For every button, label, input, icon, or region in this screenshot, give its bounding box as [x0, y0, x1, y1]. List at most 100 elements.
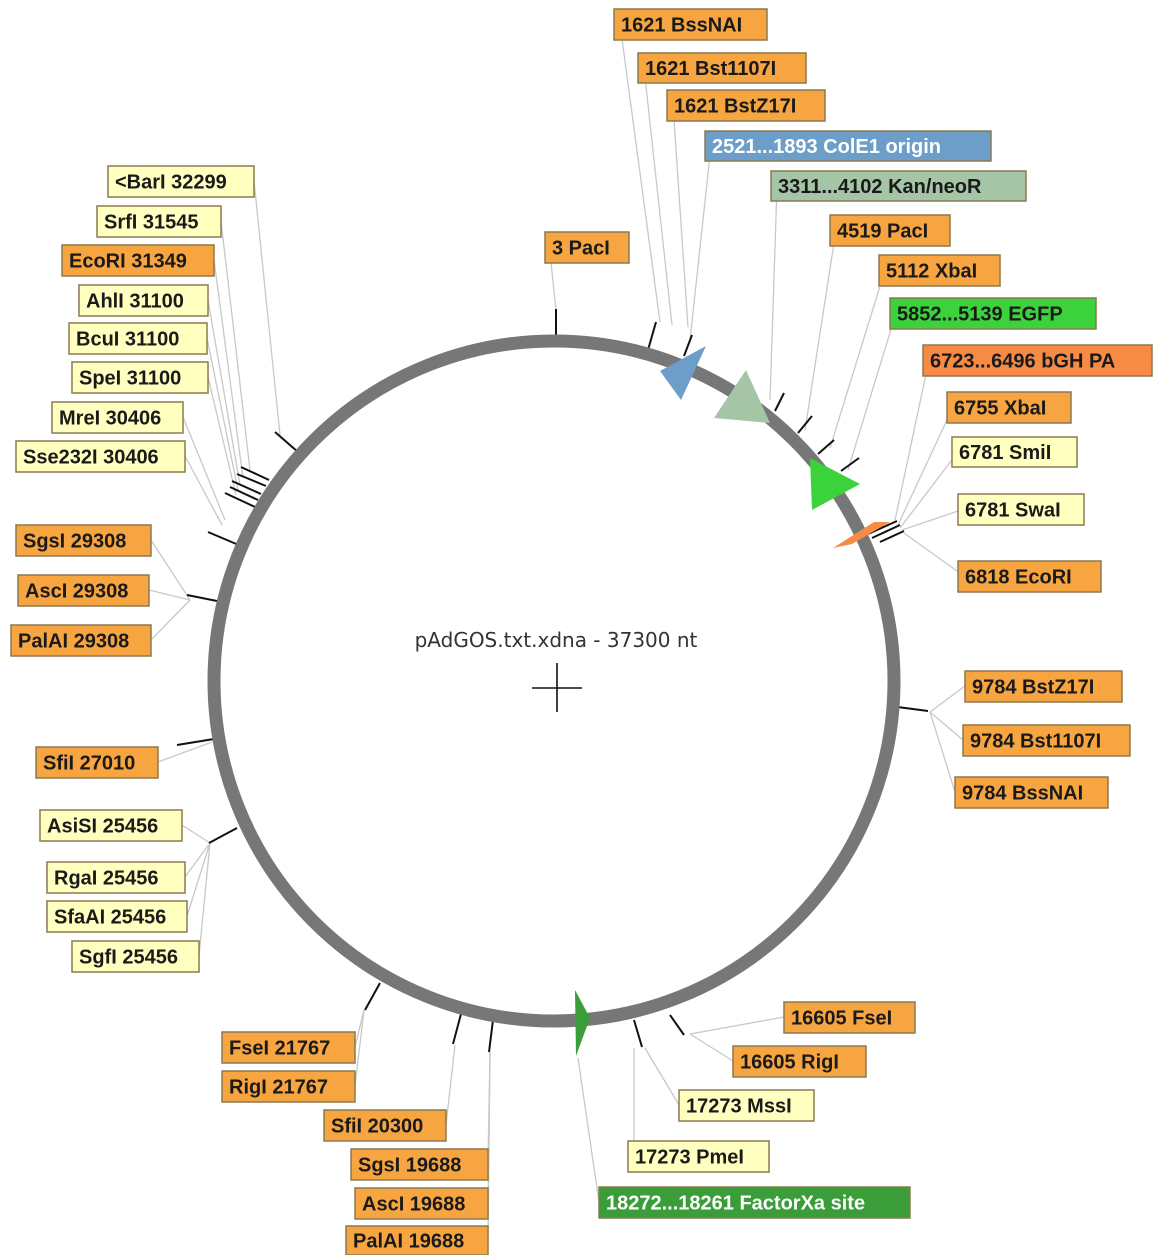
site-label-text: BcuI 31100	[76, 329, 179, 351]
site-label-text: 3311...4102 Kan/neoR	[778, 176, 982, 198]
site-label: MreI 30406	[51, 401, 184, 434]
leader-line	[689, 1033, 734, 1062]
site-label: 17273 MssI	[678, 1089, 815, 1122]
site-label: 16605 FseI	[783, 1001, 916, 1034]
site-label: <BarI 32299	[107, 165, 255, 198]
site-label-box	[964, 670, 1123, 703]
site-label-text: SrfI 31545	[104, 212, 199, 234]
site-label-text: 9784 BstZ17I	[972, 677, 1094, 699]
site-labels: 1621 BssNAI 1621 Bst1107I 1621 BstZ17I 2521…	[10, 8, 1153, 1255]
site-tick	[236, 473, 267, 487]
site-tick	[669, 1014, 685, 1036]
site-label-text: RigI 21767	[229, 1077, 328, 1099]
leader-line	[207, 376, 237, 496]
leader-line	[253, 180, 281, 436]
site-label: AscI 19688	[354, 1187, 489, 1220]
leader-line	[769, 185, 778, 401]
site-label-text: SgsI 19688	[358, 1155, 461, 1177]
site-label-text: 6818 EcoRI	[965, 567, 1072, 589]
site-tick	[229, 486, 259, 501]
site-label-text: SgfI 25456	[79, 947, 178, 969]
site-label-box	[107, 165, 255, 198]
leader-line	[354, 1009, 365, 1087]
site-label: 18272...18261 FactorXa site	[598, 1186, 911, 1219]
site-label: 6818 EcoRI	[957, 560, 1102, 593]
leader-line	[198, 842, 211, 957]
leader-line	[148, 589, 191, 601]
leader-line	[619, 23, 661, 323]
leader-line	[206, 337, 239, 491]
site-label-text: 2521...1893 ColE1 origin	[712, 136, 941, 158]
site-label-box	[46, 861, 186, 894]
leader-line	[577, 1057, 600, 1203]
site-label-box	[51, 401, 184, 434]
site-label: 9784 Bst1107I	[962, 724, 1131, 757]
leader-line	[894, 359, 930, 521]
leader-line	[672, 104, 689, 328]
site-label-box	[732, 1045, 867, 1078]
site-label-box	[350, 1148, 489, 1181]
leader-line	[150, 599, 191, 641]
site-label-box	[35, 746, 159, 779]
site-tick	[452, 1013, 462, 1045]
site-label-box	[39, 809, 183, 842]
site-label: 1621 Bst1107I	[637, 52, 807, 84]
leader-line	[903, 532, 965, 577]
site-label-text: RgaI 25456	[54, 868, 159, 890]
site-label-text: 5112 XbaI	[886, 261, 977, 283]
site-label: 2521...1893 ColE1 origin	[704, 130, 992, 162]
site-label: AsiSI 25456	[39, 809, 183, 842]
site-label: 16605 RigI	[732, 1045, 867, 1078]
site-label-box	[770, 170, 1027, 202]
site-label-text: 9784 Bst1107I	[970, 731, 1101, 753]
leader-line	[220, 220, 251, 471]
site-tick	[840, 457, 860, 472]
site-label-box	[68, 322, 208, 355]
site-label-box	[666, 89, 826, 122]
site-label-text: 17273 MssI	[686, 1096, 792, 1118]
site-label-box	[354, 1187, 489, 1220]
site-label-text: Sse232I 30406	[23, 447, 159, 469]
site-label-text: AscI 19688	[362, 1194, 465, 1216]
site-label-text: 6781 SwaI	[965, 500, 1061, 522]
site-label: SrfI 31545	[96, 205, 222, 238]
site-label-text: 1621 BstZ17I	[674, 96, 796, 118]
leader-line	[929, 711, 956, 793]
site-label: 5112 XbaI	[878, 254, 1001, 287]
site-label-box	[951, 436, 1078, 468]
site-label-text: AsiSI 25456	[47, 816, 158, 838]
site-label: BcuI 31100	[68, 322, 208, 355]
site-label-box	[46, 900, 188, 933]
site-label: 6755 XbaI	[946, 391, 1072, 424]
leader-line	[182, 416, 226, 521]
site-label-box	[71, 361, 209, 394]
site-label-text: SfiI 20300	[331, 1116, 423, 1138]
site-tick	[208, 827, 238, 844]
site-label-text: 16605 RigI	[740, 1052, 839, 1074]
site-label-box	[17, 574, 150, 607]
site-label-box	[345, 1225, 489, 1255]
site-tick	[817, 439, 835, 455]
site-label: SgsI 19688	[350, 1148, 489, 1181]
site-label-text: 16605 FseI	[791, 1008, 892, 1030]
leader-line	[644, 1047, 680, 1106]
site-label-box	[323, 1109, 447, 1142]
leader-line	[901, 508, 965, 531]
cole1-origin-arrow	[660, 346, 706, 400]
site-label-box	[221, 1070, 356, 1103]
site-label-text: 9784 BssNAI	[962, 783, 1083, 805]
site-label-box	[957, 493, 1085, 526]
site-label: 4519 PacI	[829, 214, 951, 247]
site-tick	[207, 531, 242, 547]
site-label-text: 1621 Bst1107I	[645, 58, 776, 80]
site-tick	[871, 524, 901, 539]
site-label: 1621 BssNAI	[613, 8, 768, 41]
site-label-text: AhlI 31100	[86, 291, 184, 313]
center-crosshair	[532, 663, 582, 712]
site-label: 9784 BstZ17I	[964, 670, 1123, 703]
leader-line	[184, 455, 223, 526]
site-label: Sse232I 30406	[15, 440, 186, 473]
site-label-box	[15, 524, 152, 557]
plasmid-backbone	[207, 334, 901, 1028]
leader-line	[929, 711, 964, 741]
